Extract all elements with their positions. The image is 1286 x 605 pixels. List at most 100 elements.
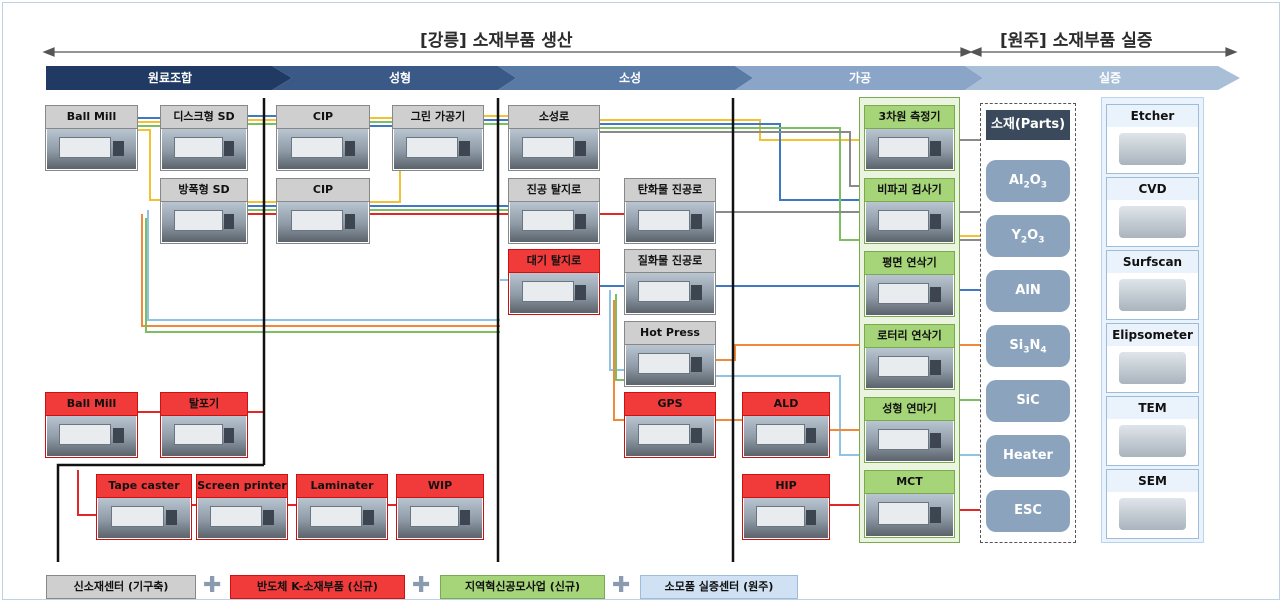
part-text: N — [1029, 338, 1041, 353]
equipment-photo — [162, 129, 246, 169]
equipment-photo — [626, 345, 714, 385]
validation-cvd: CVD — [1106, 177, 1199, 247]
validation-etcher: Etcher — [1106, 104, 1199, 174]
part-heater: Heater — [986, 435, 1070, 477]
part-text: Y — [1011, 228, 1021, 243]
part-text: Si — [1009, 338, 1024, 353]
equipment-photo — [510, 273, 598, 313]
equipment-label: CIP — [277, 179, 369, 202]
equipment-ald: ALD — [742, 392, 830, 458]
part-text: ESC — [1014, 503, 1042, 518]
stage-arrow-2 — [272, 66, 516, 90]
equipment-photo — [744, 498, 828, 538]
equipment-sintering-furnace: 소성로 — [508, 105, 600, 171]
equipment-carbide-vacuum: 탄화물 진공로 — [624, 178, 716, 244]
equipment-disk-sd: 디스크형 SD — [160, 105, 248, 171]
equipment-label: 성형 연마기 — [865, 398, 954, 421]
equipment-photo — [1119, 279, 1186, 311]
stage-label-validation: 실증 — [1098, 71, 1122, 85]
part-text: SiC — [1016, 393, 1040, 408]
equipment-photo — [744, 416, 828, 456]
equipment-ballmill-1: Ball Mill — [45, 105, 138, 171]
part-text: Al — [1008, 173, 1024, 188]
validation-label: TEM — [1107, 397, 1198, 419]
processing-surface-grinder: 평면 연삭기 — [864, 251, 955, 317]
plus-icon: ✚ — [203, 573, 222, 598]
part-y2o3: Y2O3 — [986, 215, 1070, 257]
validation-label: CVD — [1107, 178, 1198, 200]
equipment-label: 대기 탈지로 — [509, 250, 599, 273]
part-esc: ESC — [986, 490, 1070, 532]
equipment-photo — [866, 275, 953, 315]
equipment-vacuum-debinding: 진공 탈지로 — [508, 178, 600, 244]
processing-panel — [859, 97, 960, 543]
validation-tem: TEM — [1106, 396, 1199, 466]
processing-form-polisher: 성형 연마기 — [864, 397, 955, 463]
stage-label-mixing: 원료조합 — [147, 71, 193, 85]
equipment-photo — [298, 498, 386, 538]
equipment-photo — [866, 129, 953, 169]
equipment-label: 디스크형 SD — [161, 106, 247, 129]
equipment-label: 탄화물 진공로 — [625, 179, 715, 202]
part-subscript: 3 — [1023, 345, 1030, 356]
plus-icon: ✚ — [412, 573, 431, 598]
equipment-photo — [510, 129, 598, 169]
stage-arrow-4 — [735, 66, 983, 90]
equipment-label: 로터리 연삭기 — [865, 325, 954, 348]
part-aln: AlN — [986, 270, 1070, 312]
equipment-photo — [1119, 133, 1186, 165]
stage-arrow-5 — [965, 66, 1240, 90]
stage-label-processing: 가공 — [848, 71, 872, 85]
equipment-label: Ball Mill — [46, 106, 137, 129]
equipment-laminater: Laminater — [296, 474, 388, 540]
equipment-photo — [47, 416, 136, 456]
equipment-screen-printer: Screen printer — [196, 474, 288, 540]
validation-label: Elipsometer — [1107, 324, 1198, 346]
part-text: O — [1029, 173, 1041, 188]
equipment-label: CIP — [277, 106, 369, 129]
equipment-label: HIP — [743, 475, 829, 498]
validation-sem: SEM — [1106, 469, 1199, 539]
equipment-photo — [278, 129, 368, 169]
equipment-photo — [198, 498, 286, 538]
processing-ndt-inspector: 비파괴 검사기 — [864, 178, 955, 244]
equipment-explosion-sd: 방폭형 SD — [160, 178, 248, 244]
equipment-label: Hot Press — [625, 322, 715, 345]
validation-label: Etcher — [1107, 105, 1198, 127]
equipment-photo — [866, 202, 953, 242]
legend-regional: 지역혁신공모사업 (신규) — [440, 575, 605, 599]
stage-label-sintering: 소성 — [618, 71, 642, 85]
parts-title: 소재(Parts) — [986, 110, 1070, 140]
equipment-photo — [866, 348, 953, 388]
section-dividers — [56, 98, 735, 562]
equipment-photo — [47, 129, 136, 169]
equipment-photo — [866, 421, 953, 461]
part-subscript: 3 — [1040, 180, 1048, 191]
equipment-cip-1: CIP — [276, 105, 370, 171]
equipment-cip-2: CIP — [276, 178, 370, 244]
equipment-label: 방폭형 SD — [161, 179, 247, 202]
equipment-label: 평면 연삭기 — [865, 252, 954, 275]
equipment-label: 소성로 — [509, 106, 599, 129]
equipment-label: WIP — [397, 475, 483, 498]
equipment-label: Tape caster — [97, 475, 191, 498]
part-text: AlN — [1015, 283, 1041, 298]
equipment-photo — [1119, 425, 1186, 457]
equipment-label: 탈포기 — [161, 393, 247, 416]
equipment-photo — [626, 273, 714, 313]
equipment-air-debinding: 대기 탈지로 — [508, 249, 600, 315]
part-subscript: 2 — [1023, 180, 1030, 191]
equipment-photo — [626, 202, 714, 242]
validation-label: SEM — [1107, 470, 1198, 492]
equipment-label: Screen printer — [197, 475, 287, 498]
equipment-label: 비파괴 검사기 — [865, 179, 954, 202]
equipment-tape-caster: Tape caster — [96, 474, 192, 540]
equipment-label: 진공 탈지로 — [509, 179, 599, 202]
validation-label: Surfscan — [1107, 251, 1198, 273]
processing-rotary-grinder: 로터리 연삭기 — [864, 324, 955, 390]
legend-existing-center: 신소재센터 (기구축) — [46, 575, 196, 599]
equipment-photo — [626, 416, 714, 456]
part-text: O — [1027, 228, 1039, 243]
